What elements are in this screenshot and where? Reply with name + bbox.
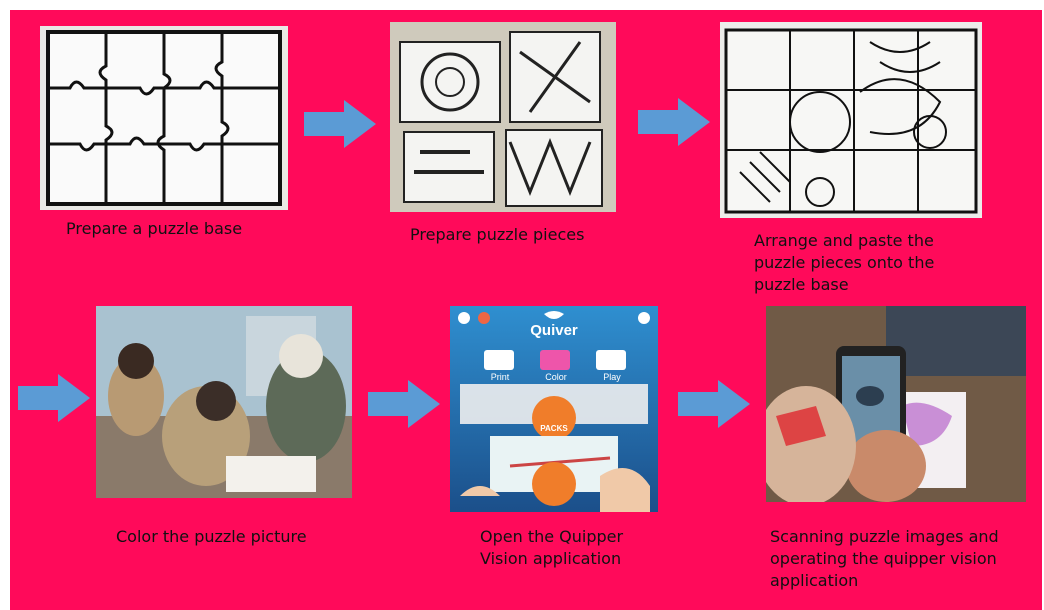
step-4-caption: Color the puzzle picture — [116, 527, 307, 546]
arrow-right-icon — [18, 374, 90, 422]
app-menu-play: Play — [603, 372, 621, 382]
arrow-right-icon — [304, 100, 376, 148]
step-5-caption: Open the Quipper Vision application — [480, 527, 624, 568]
scanning-photo — [766, 306, 1026, 502]
app-title: Quiver — [530, 322, 578, 339]
app-menu-print: Print — [490, 372, 510, 382]
puzzle-pieces-photo — [390, 22, 616, 212]
step-1-caption: Prepare a puzzle base — [66, 219, 243, 238]
coloring-photo — [96, 306, 352, 498]
step-2-caption: Prepare puzzle pieces — [410, 225, 585, 244]
app-packs-label: PACKS — [540, 424, 568, 433]
arrow-right-icon — [368, 380, 440, 428]
arrow-right-icon — [678, 380, 750, 428]
assembled-puzzle-photo — [720, 22, 982, 218]
app-menu-color: Color — [545, 372, 567, 382]
step-6-caption: Scanning puzzle images and operating the… — [770, 527, 999, 590]
puzzle-base-photo — [40, 26, 288, 210]
arrow-right-icon — [638, 98, 710, 146]
process-diagram: Prepare a puzzle base Prepare puzzle pie… — [10, 10, 1042, 610]
quiver-app-screenshot: Quiver Print Color Play PACKS — [450, 306, 658, 512]
step-3-caption: Arrange and paste the puzzle pieces onto… — [754, 231, 935, 294]
